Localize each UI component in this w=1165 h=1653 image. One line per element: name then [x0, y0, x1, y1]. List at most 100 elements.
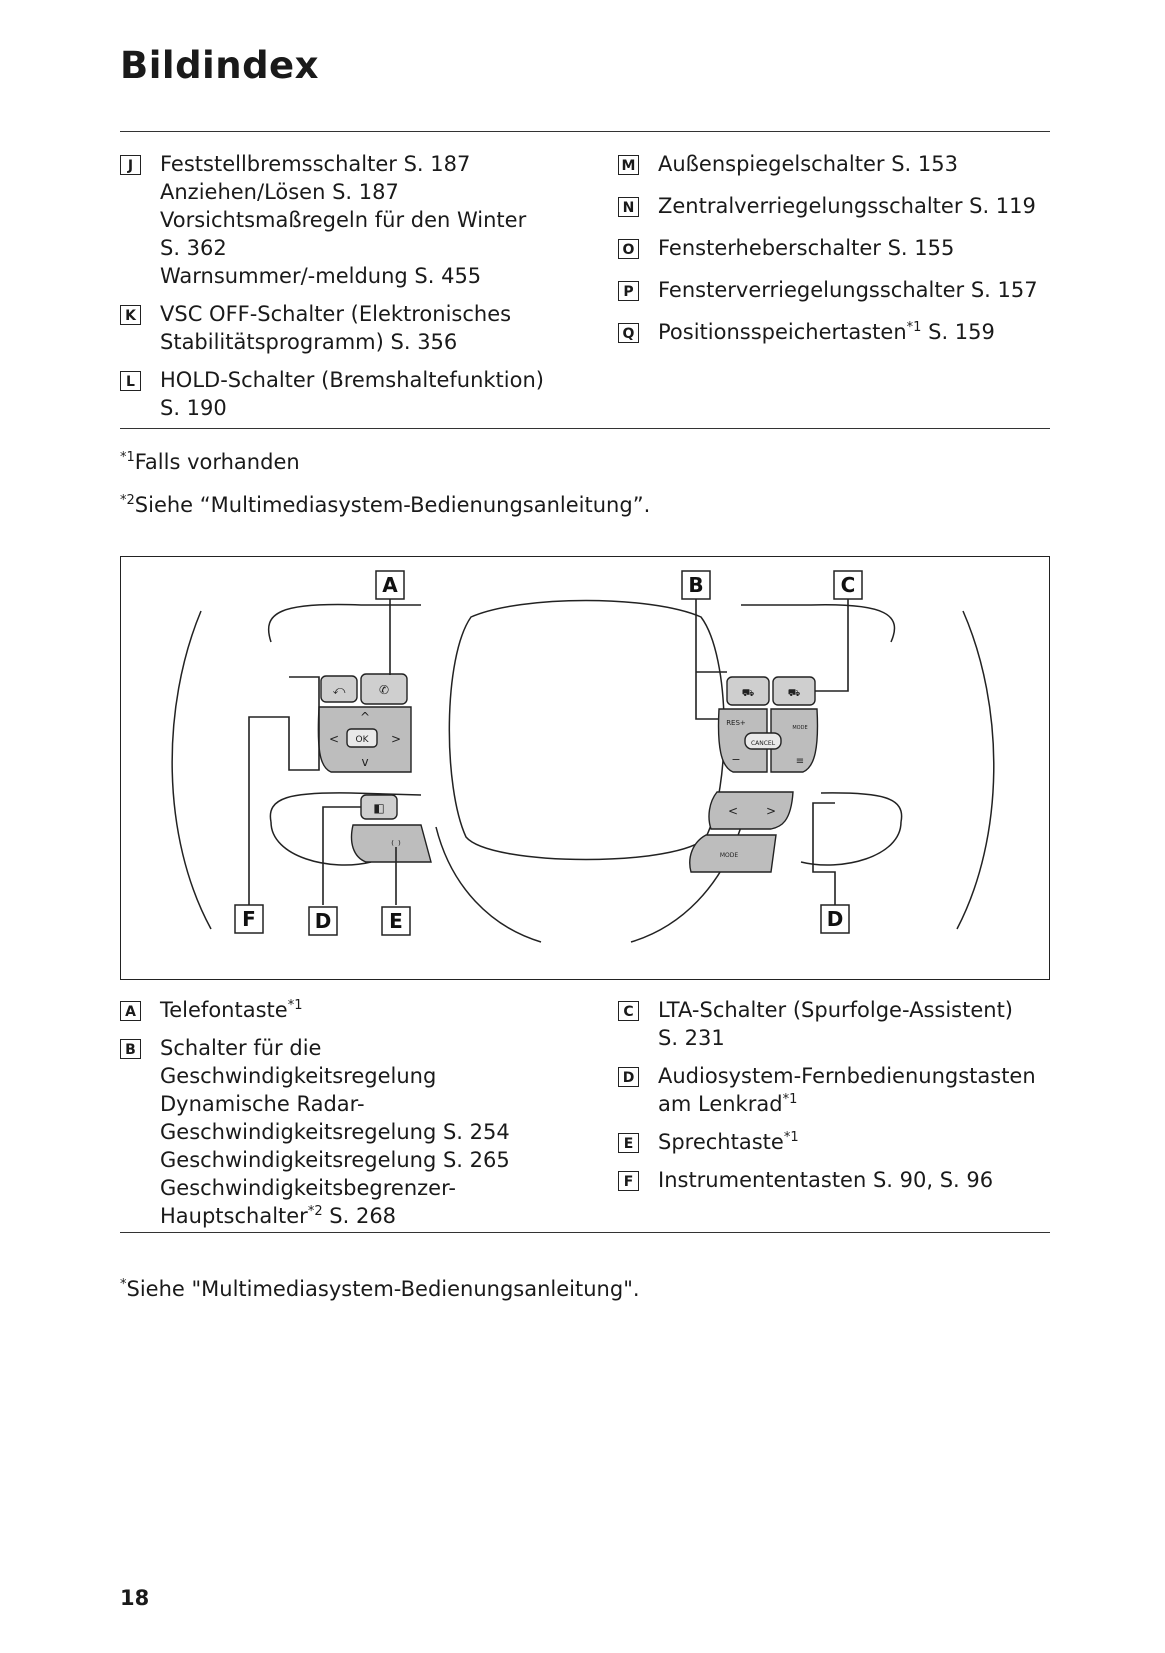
- label-box: E: [618, 1133, 639, 1153]
- voice-icon: ⁽ ⁾: [391, 838, 401, 852]
- footnote-mark: *: [120, 1277, 127, 1292]
- label-box: B: [120, 1039, 141, 1059]
- wheel-rim-right: [956, 610, 995, 930]
- list-item: K VSC OFF-Schalter (Elektronisches Stabi…: [120, 300, 580, 356]
- entry-text: Außenspiegelschalter S. 153: [658, 152, 958, 176]
- entry-text: Zentralverriegelungsschalter S. 119: [658, 194, 1036, 218]
- footnote-mark: *1: [287, 998, 303, 1013]
- entry-subtext: Geschwindigkeitsbegrenzer-: [160, 1176, 456, 1200]
- back-button: [320, 675, 358, 703]
- left-spoke-lower: [269, 792, 422, 866]
- label-box: O: [618, 239, 639, 259]
- divider: [120, 1232, 1050, 1233]
- steering-wheel-diagram: ⤺ ✆ ^ v < > OK ◧ ⁽ ⁾ ⛟ ⛟ RES+ − CANCEL M…: [171, 570, 995, 943]
- entry-text: Feststellbremsschalter S. 187: [160, 152, 471, 176]
- audio-seek-button: [708, 791, 794, 830]
- entry-text: Telefontaste: [160, 998, 288, 1022]
- label-box: K: [120, 305, 141, 325]
- right-switch-labels: ⛟ ⛟ RES+ − CANCEL MODE ≡ < > MODE: [720, 688, 808, 859]
- footnote-mark: *2: [307, 1204, 323, 1219]
- list-item: Q Positionsspeichertasten*1 S. 159: [618, 318, 1058, 346]
- footnote-text: Falls vorhanden: [134, 450, 300, 474]
- ok-label: OK: [356, 735, 370, 745]
- list-item: N Zentralverriegelungsschalter S. 119: [618, 192, 1058, 220]
- callout-boxes: [234, 570, 863, 936]
- entry-subtext: Dynamische Radar-: [160, 1092, 365, 1116]
- divider: [120, 428, 1050, 429]
- entry-text: Instrumententasten S. 90, S. 96: [658, 1168, 994, 1192]
- distance-icon: ⛟: [742, 688, 755, 699]
- page-number: 18: [120, 1586, 150, 1610]
- label-box: L: [120, 371, 141, 391]
- chevron-left-icon: <: [329, 732, 339, 746]
- follow-distance-icon: ≡: [796, 756, 804, 767]
- phone-icon: ✆: [379, 683, 389, 697]
- mode-small-label: MODE: [792, 725, 807, 731]
- res-label: RES+: [726, 719, 746, 727]
- entry-subtext: Anziehen/Lösen S. 187: [160, 180, 399, 204]
- label-box: M: [618, 155, 639, 175]
- entry-subtext: Vorsichtsmaßregeln für den Winter: [160, 208, 527, 232]
- speaker-icon: ◧: [373, 801, 384, 815]
- entry-text: Fensterheberschalter S. 155: [658, 236, 955, 260]
- entry-subtext: S. 268: [322, 1204, 397, 1228]
- list-item: M Außenspiegelschalter S. 153: [618, 150, 1058, 178]
- entry-text: Schalter für die: [160, 1036, 322, 1060]
- right-spoke-lower: [800, 792, 903, 866]
- wheel-rim-left: [171, 610, 212, 930]
- label-box: P: [618, 281, 639, 301]
- footnote-mark: *2: [120, 493, 135, 508]
- callout-d-left: D: [315, 909, 332, 933]
- label-box: Q: [618, 323, 639, 343]
- list-item: F Instrumententasten S. 90, S. 96: [618, 1166, 1058, 1194]
- footnote-mark: *1: [120, 450, 135, 465]
- steering-wheel-figure: ⤺ ✆ ^ v < > OK ◧ ⁽ ⁾ ⛟ ⛟ RES+ − CANCEL M…: [120, 556, 1050, 980]
- mode-label: MODE: [720, 852, 739, 859]
- entry-subtext: Geschwindigkeitsregelung: [160, 1064, 437, 1088]
- footnote-mark: *1: [906, 320, 922, 335]
- bottom-left-list: A Telefontaste*1 B Schalter für die Gesc…: [120, 996, 580, 1240]
- left-switch-labels: ⤺ ✆ ^ v < > OK ◧ ⁽ ⁾: [329, 683, 401, 852]
- entry-text: VSC OFF-Schalter (Elektronisches: [160, 302, 512, 326]
- minus-label: −: [731, 753, 740, 766]
- entry-subtext: Hauptschalter: [160, 1204, 308, 1228]
- lane-icon: ⛟: [788, 688, 801, 699]
- phone-button: [360, 673, 408, 705]
- list-item: L HOLD-Schalter (Bremshaltefunktion) S. …: [120, 366, 580, 422]
- talk-button: [350, 824, 432, 863]
- callout-e: E: [389, 909, 403, 933]
- chevron-up-icon: ^: [360, 710, 370, 724]
- res-minus-lever: [717, 708, 768, 773]
- footnote-text: Siehe "Multimediasystem-Bedienungsanleit…: [126, 1277, 640, 1301]
- chevron-right-icon: >: [766, 804, 776, 818]
- chevron-left-icon: <: [728, 804, 738, 818]
- chevron-down-icon: v: [361, 755, 368, 769]
- list-item: E Sprechtaste*1: [618, 1128, 1058, 1156]
- entry-subtext: Geschwindigkeitsregelung S. 265: [160, 1148, 510, 1172]
- cancel-label: CANCEL: [751, 740, 776, 747]
- entry-text: Sprechtaste: [658, 1130, 784, 1154]
- footnote-text: Siehe “Multimediasystem-Bedienungsanleit…: [134, 493, 651, 517]
- divider: [120, 131, 1050, 132]
- entry-text: Fensterverriegelungsschalter S. 157: [658, 278, 1038, 302]
- inner-rim-top-left: [267, 603, 421, 643]
- entry-subtext: S. 190: [160, 396, 227, 420]
- chevron-right-icon: >: [391, 732, 401, 746]
- inner-rim-top-right: [741, 604, 896, 643]
- label-box: A: [120, 1001, 141, 1021]
- callout-f: F: [242, 907, 256, 931]
- mode-lever: [770, 708, 819, 773]
- list-item: P Fensterverriegelungsschalter S. 157: [618, 276, 1058, 304]
- list-item: D Audiosystem-Fernbedienungstasten am Le…: [618, 1062, 1058, 1118]
- cancel-button: [744, 732, 782, 750]
- entry-subtext: S. 362: [160, 236, 227, 260]
- footnote: *2Siehe “Multimediasystem-Bedienungsanle…: [120, 493, 650, 517]
- label-box: J: [120, 155, 141, 175]
- back-icon: ⤺: [333, 683, 346, 697]
- callout-c: C: [841, 573, 856, 597]
- list-item: J Feststellbremsschalter S. 187 Anziehen…: [120, 150, 580, 290]
- audio-mode-button: [689, 834, 777, 873]
- label-box: D: [618, 1067, 639, 1087]
- bottom-right-list: C LTA-Schalter (Spurfolge-Assistent) S. …: [618, 996, 1058, 1204]
- left-switch-cluster: [317, 673, 432, 863]
